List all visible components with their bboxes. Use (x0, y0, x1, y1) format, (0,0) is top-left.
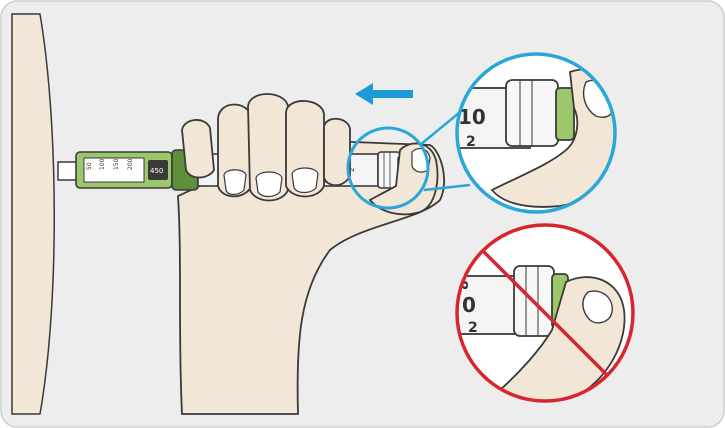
scale-label: 200 (127, 158, 134, 170)
zoom-ring-small (346, 126, 430, 210)
prohibited-icon (481, 249, 609, 377)
scale-label: 150 (113, 158, 120, 170)
incorrect-hold-circle (455, 223, 635, 403)
correct-hold-circle (455, 52, 617, 214)
zoom-digit: 10 (458, 105, 486, 129)
hand-fingers (181, 93, 439, 216)
zoom-correct: 8 10 2 (455, 52, 617, 214)
zoom-digit: 2 (468, 320, 478, 336)
zoom-incorrect: 8 0 2 (455, 223, 635, 403)
zoom-digit: 0 (462, 293, 476, 317)
scale-label: 50 (86, 162, 93, 170)
arrow-left-icon (355, 83, 413, 105)
dose-label: 2 (348, 168, 356, 172)
zoom-digit: 2 (466, 134, 476, 150)
scale-label: 100 (99, 158, 106, 170)
zoom-digit: 8 (456, 280, 472, 290)
pen-window-label: 450 (150, 167, 163, 175)
body-skin (11, 13, 56, 415)
zoom-connector-line (423, 183, 471, 192)
scale-labels: 50 100 150 200 (86, 158, 134, 170)
